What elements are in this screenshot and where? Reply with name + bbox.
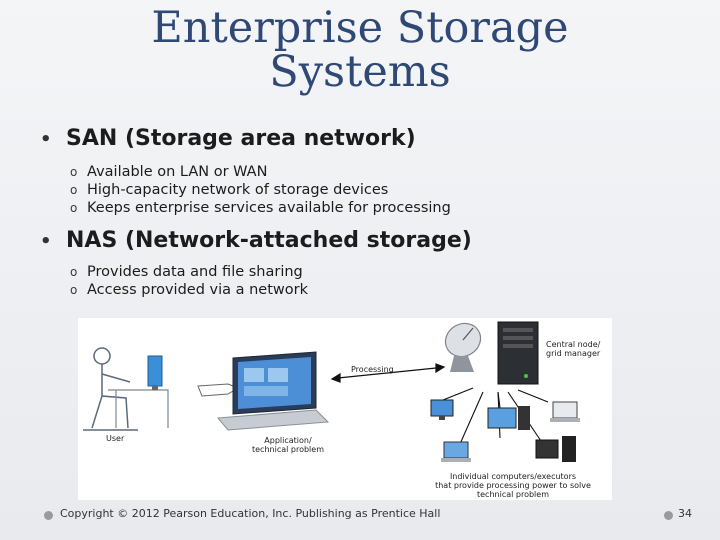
monitor-icon [430, 399, 454, 420]
bullet-marker: • [40, 129, 52, 150]
label-central-node: Central node/ grid manager [546, 340, 600, 358]
sub-marker: o [70, 265, 78, 279]
person-icon [83, 347, 138, 431]
copyright-text: Copyright © 2012 Pearson Education, Inc.… [60, 507, 441, 520]
laptop-small-icon [441, 441, 471, 462]
page-dot-icon [664, 511, 673, 520]
label-application-line: technical problem [252, 445, 324, 454]
title-line-2: Systems [269, 47, 451, 97]
bullet-text: SAN (Storage area network) [66, 126, 416, 151]
user-desk-icon [108, 389, 169, 428]
label-processing: Processing [351, 365, 394, 374]
sub-item-text: Provides data and file sharing [87, 264, 303, 280]
sub-marker: o [70, 283, 78, 297]
sub-item: o Access provided via a network [70, 281, 308, 299]
processing-arrow [330, 363, 446, 383]
label-application-line: Application/ [264, 436, 312, 445]
label-individual-line: that provide processing power to solve [435, 481, 591, 490]
desktop-icon [487, 406, 530, 430]
label-individual-line: technical problem [477, 490, 549, 499]
title-line-1: Enterprise Storage [151, 3, 569, 53]
bullet-text: NAS (Network-attached storage) [66, 228, 472, 253]
sub-marker: o [70, 165, 78, 179]
footer-dot-icon [44, 511, 53, 520]
label-application: Application/ technical problem [243, 436, 333, 454]
sub-item-text: Available on LAN or WAN [87, 164, 268, 180]
sub-item: o High-capacity network of storage device… [70, 181, 451, 199]
sub-item: o Provides data and file sharing [70, 263, 308, 281]
grid-computing-figure: User Application/ technical problem Proc… [78, 318, 612, 500]
label-individual-line: Individual computers/executors [449, 472, 577, 481]
label-individual-computers: Individual computers/executors that prov… [418, 472, 608, 499]
laptop-small-icon [550, 401, 580, 422]
sub-item-text: High-capacity network of storage devices [87, 182, 389, 198]
sub-item: o Available on LAN or WAN [70, 163, 451, 181]
bullet-nas: • NAS (Network-attached storage) [40, 228, 472, 253]
tower-pc-icon [535, 436, 576, 462]
sub-item-text: Keeps enterprise services available for … [87, 200, 451, 216]
server-tower-icon [497, 321, 539, 385]
slide-footer: Copyright © 2012 Pearson Education, Inc.… [0, 505, 720, 525]
label-central-line: grid manager [546, 349, 601, 358]
page-number: 34 [678, 507, 692, 520]
laptop-icon [216, 351, 330, 431]
label-central-line: Central node/ [546, 340, 601, 349]
slide-title: Enterprise Storage Systems [110, 6, 610, 94]
satellite-dish-icon [444, 322, 482, 372]
bullet-marker: • [40, 231, 52, 252]
user-monitor-icon [147, 355, 163, 390]
bullet-san: • SAN (Storage area network) [40, 126, 416, 151]
sub-marker: o [70, 201, 78, 215]
hand-icon [197, 383, 240, 397]
sub-marker: o [70, 183, 78, 197]
sub-item: o Keeps enterprise services available for… [70, 199, 451, 217]
label-user: User [106, 434, 125, 443]
sub-item-text: Access provided via a network [87, 282, 308, 298]
